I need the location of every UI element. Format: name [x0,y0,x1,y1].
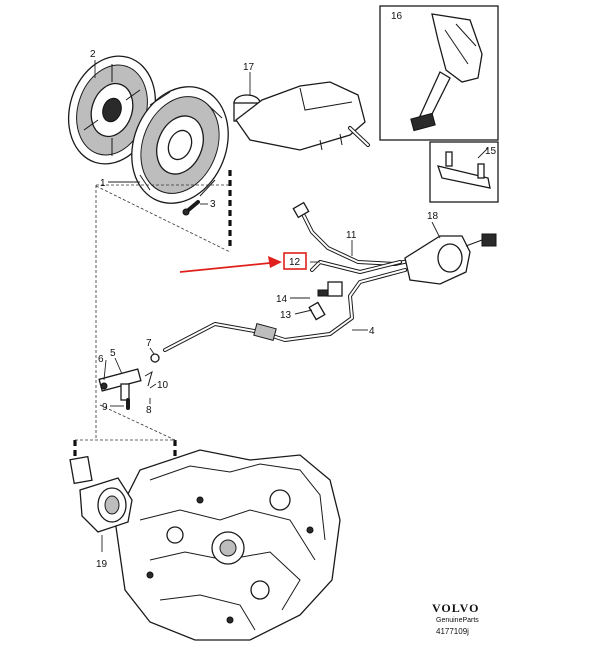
bleed-connector [98,353,160,410]
fluid-reservoir [233,81,370,151]
callout-12: 12 [289,257,301,268]
callout-1: 1 [100,178,106,189]
callout-14: 14 [276,294,288,305]
gasket-plate [429,141,499,203]
pressure-plate [131,86,229,204]
hydraulic-pipe-lower [163,260,407,352]
group-dashed-lines [73,170,232,470]
callout-9: 9 [102,402,108,413]
callout-17: 17 [243,62,255,73]
release-bearing [69,455,133,533]
brand-logo: VOLVO [432,601,479,615]
callout-11: 11 [346,230,357,241]
master-cylinder [404,233,497,285]
callout-3: 3 [210,199,216,210]
callout-6: 6 [98,354,104,365]
leader-lines [94,60,489,552]
callout-8: 8 [146,405,152,416]
callout-7: 7 [146,338,152,349]
highlight-arrow [179,256,282,273]
pedal-frame [379,5,499,141]
callout-19: 19 [96,559,108,570]
callout-10: 10 [157,380,169,391]
brand-subtitle: GenuineParts [436,617,479,624]
callout-4: 4 [369,326,375,337]
bolt [182,200,200,216]
diagram-code: 4177109j [436,627,469,636]
callout-16: 16 [391,11,403,22]
callout-13: 13 [280,310,292,321]
brand-block: VOLVO GenuineParts 4177109j [432,601,479,636]
callout-15: 15 [485,146,497,157]
callout-5: 5 [110,348,116,359]
callout-2: 2 [90,49,96,60]
gearbox-housing [114,449,341,641]
callout-18: 18 [427,211,439,222]
highlight-box [283,252,307,270]
retaining-clip [308,281,343,321]
